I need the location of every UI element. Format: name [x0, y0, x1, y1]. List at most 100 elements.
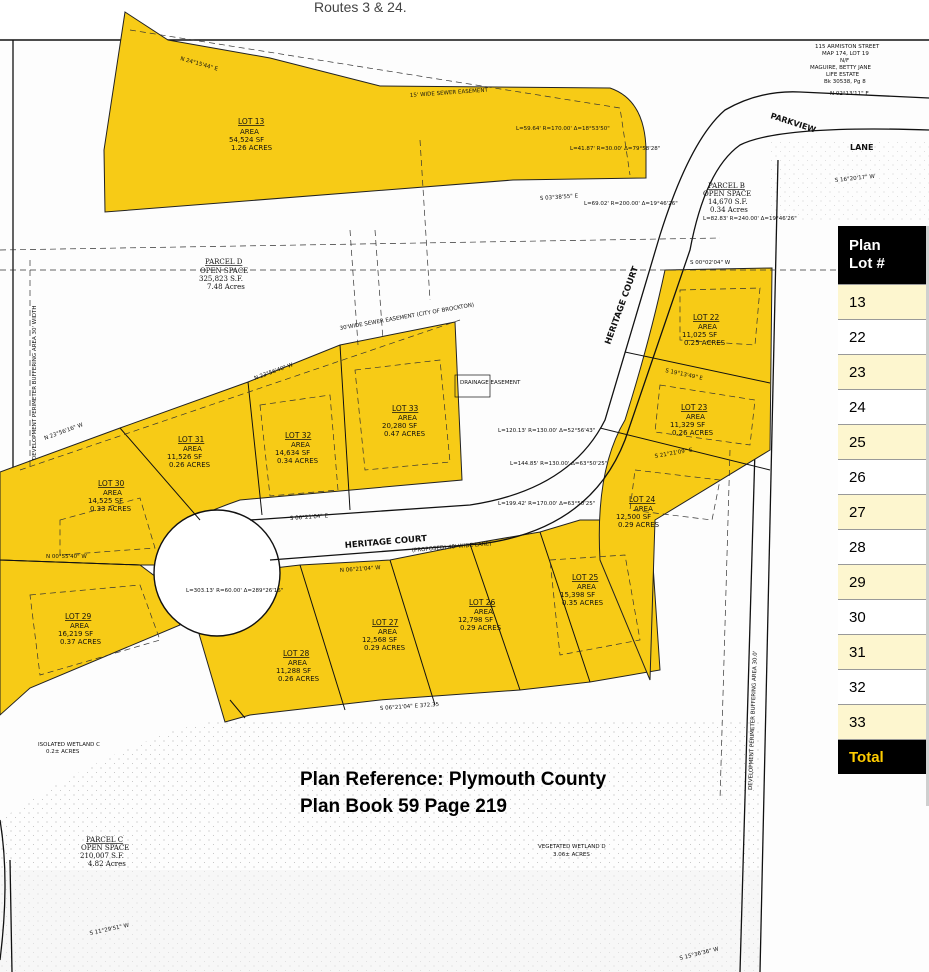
wetland-labels: ISOLATED WETLAND C 0.2± ACRES VEGETATED …: [38, 742, 606, 858]
parcel-c-name: PARCEL C: [86, 836, 123, 844]
lot-24-label: LOT 24 AREA 12,500 SF 0.29 ACRES: [616, 495, 660, 529]
parcel-b-type: OPEN SPACE: [703, 190, 751, 198]
table-row: 25: [838, 424, 929, 460]
header-plan: Plan: [849, 237, 881, 254]
lot-13-name: LOT 13: [238, 117, 265, 126]
plan-reference: Plan Reference: Plymouth County Plan Boo…: [300, 766, 606, 820]
curve-1: L=303.13' R=60.00' Δ=289°26'16": [186, 588, 283, 594]
lot-31-acres: 0.26 ACRES: [169, 461, 211, 469]
lot-30-sf: 14,525 SF: [88, 497, 123, 505]
lot-33-sf: 20,280 SF: [382, 422, 417, 430]
lot-number-cell: 23: [838, 354, 929, 390]
lot-25-label: LOT 25 AREA 15,398 SF 0.35 ACRES: [560, 573, 604, 607]
lot-33-label: LOT 33 AREA 20,280 SF 0.47 ACRES: [382, 404, 426, 438]
lot-28-label: LOT 28 AREA 11,288 SF 0.26 ACRES: [276, 649, 320, 683]
lot-13-area: AREA: [240, 128, 259, 136]
table-edge: [926, 226, 929, 806]
lot-26-sf: 12,798 SF: [458, 616, 493, 624]
lot-28-area: AREA: [288, 659, 307, 667]
table-row: 29: [838, 564, 929, 600]
lot-29-sf: 16,219 SF: [58, 630, 93, 638]
page-caption: Routes 3 & 24.: [314, 0, 407, 15]
lot-32-area: AREA: [291, 441, 310, 449]
curve-6: L=69.02' R=200.00' Δ=19°46'26": [584, 201, 678, 207]
header-lot-number: Lot #: [849, 255, 885, 272]
parcel-labels: PARCEL D OPEN SPACE 325,823 S.F. 7.48 Ac…: [80, 182, 751, 868]
table-row: 32: [838, 669, 929, 705]
parcel-c-acres: 4.82 Acres: [88, 860, 126, 868]
lane-label: LANE: [850, 143, 873, 152]
table-row: 31: [838, 634, 929, 670]
abutter-line-4: MAGUIRE, BETTY JANE: [810, 65, 871, 71]
lot-25-name: LOT 25: [572, 573, 599, 582]
curve-labels: L=303.13' R=60.00' Δ=289°26'16" L=144.85…: [186, 126, 797, 594]
lot-table: Plan Lot # 13 22 23 24 25 26 27 28 29 30…: [838, 226, 929, 774]
road-lines: [249, 91, 929, 561]
parcel-b-sf: 14,670 S.F.: [708, 198, 747, 206]
abutter-line-6: Bk 30538, Pg 8: [824, 79, 866, 85]
wetland-c-acres: 0.2± ACRES: [46, 749, 80, 755]
lot-27-label: LOT 27 AREA 12,568 SF 0.29 ACRES: [362, 618, 406, 652]
lot-27-acres: 0.29 ACRES: [364, 644, 406, 652]
wetland-c-name: ISOLATED WETLAND C: [38, 742, 100, 748]
lot-31-area: AREA: [183, 445, 202, 453]
lot-32-sf: 14,634 SF: [275, 449, 310, 457]
curve-4: L=199.42' R=170.00' Δ=63°50'25": [498, 501, 595, 507]
table-row: 22: [838, 319, 929, 355]
lot-31-label: LOT 31 AREA 11,526 SF 0.26 ACRES: [167, 435, 211, 469]
parcel-b-name: PARCEL B: [708, 182, 745, 190]
abutter-label: 115 ARMISTON STREET MAP 174, LOT 19 N/F …: [810, 44, 880, 85]
lot-24-sf: 12,500 SF: [616, 513, 651, 521]
lot-13-shape: [103, 11, 647, 213]
lot-33-acres: 0.47 ACRES: [384, 430, 426, 438]
lot-13-sf: 54,524 SF: [229, 136, 264, 144]
bearing-7: N 00°55'40" W: [46, 554, 87, 560]
lot-number-cell: 25: [838, 424, 929, 460]
lot-22-label: LOT 22 AREA 11,025 SF 0.25 ACRES: [682, 313, 726, 347]
lot-24-area: AREA: [634, 505, 653, 513]
abutter-line-5: LIFE ESTATE: [826, 72, 860, 78]
lot-31-sf: 11,526 SF: [167, 453, 202, 461]
lot-24-name: LOT 24: [629, 495, 656, 504]
curve-7: L=41.87' R=30.00' Δ=79°58'28": [570, 146, 660, 152]
table-row: 26: [838, 459, 929, 495]
lot-labels: LOT 13 AREA 54,524 SF 1.26 ACRES LOT 22 …: [58, 117, 726, 683]
lot-29-name: LOT 29: [65, 612, 92, 621]
lot-23-sf: 11,329 SF: [670, 421, 705, 429]
lot-30-label: LOT 30 AREA 14,525 SF 0.33 ACRES: [88, 479, 132, 513]
lot-13-label: LOT 13 AREA 54,524 SF 1.26 ACRES: [229, 117, 273, 152]
lot-30-acres: 0.33 ACRES: [90, 505, 132, 513]
bearing-14: S 16°20'17" W: [835, 174, 876, 184]
faded-bottom: [0, 870, 760, 972]
table-total-row: Total: [838, 739, 929, 774]
lot-22-acres: 0.25 ACRES: [684, 339, 726, 347]
lot-33-name: LOT 33: [392, 404, 419, 413]
lot-24-acres: 0.29 ACRES: [618, 521, 660, 529]
highlighted-lots: [0, 11, 773, 723]
lot-28-sf: 11,288 SF: [276, 667, 311, 675]
total-label: Total: [838, 739, 929, 774]
lot-23-acres: 0.26 ACRES: [672, 429, 714, 437]
buffer-left-label: DEVELOPMENT PERIMETER BUFFERING AREA 30'…: [32, 305, 38, 460]
parcel-d-type: OPEN SPACE: [200, 267, 248, 275]
lot-number-cell: 31: [838, 634, 929, 670]
abutter-line-3: N/F: [840, 58, 849, 64]
lot-25-sf: 15,398 SF: [560, 591, 595, 599]
curve-5: L=82.83' R=240.00' Δ=19°46'26": [703, 216, 797, 222]
wetland-d-acres: 3.06± ACRES: [553, 852, 590, 858]
lot-25-acres: 0.35 ACRES: [562, 599, 604, 607]
lot-number-cell: 22: [838, 319, 929, 355]
lot-13-acres: 1.26 ACRES: [231, 144, 273, 152]
lot-30-name: LOT 30: [98, 479, 125, 488]
parcel-d-sf: 325,823 S.F.: [199, 275, 243, 283]
table-row: 13: [838, 284, 929, 320]
curve-2: L=144.85' R=130.00' Δ=63°50'25": [510, 461, 607, 467]
lot-number-cell: 24: [838, 389, 929, 425]
lot-number-cell: 30: [838, 599, 929, 635]
bearing-13: N 02°13'11" E: [830, 91, 869, 97]
abutter-line-2: MAP 174, LOT 19: [822, 51, 869, 57]
lot-number-cell: 13: [838, 284, 929, 320]
lot-number-cell: 32: [838, 669, 929, 705]
bearing-9: S 06°21'04" E 372.35: [380, 702, 440, 712]
abutter-line-1: 115 ARMISTON STREET: [815, 44, 880, 50]
